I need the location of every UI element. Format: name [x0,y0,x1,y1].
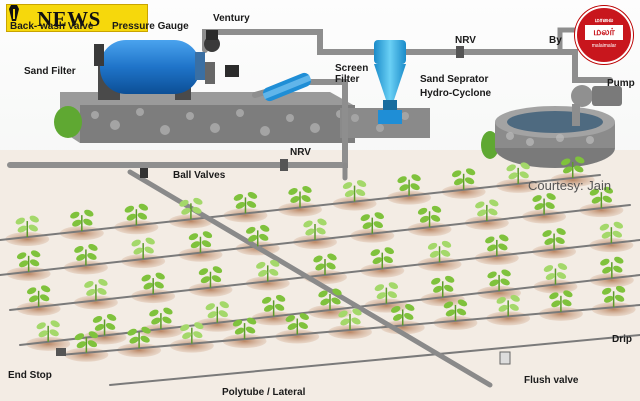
plant [256,259,280,282]
plant [36,320,60,342]
plant [246,224,270,247]
plant [451,168,476,190]
label-flush-valve: Flush valve [524,375,579,386]
label-drip: Drip [612,334,632,345]
label-nrv-main: NRV [290,147,311,158]
news-label: NEWS [37,7,101,31]
label-hydro-cyclone: Hydro-Cyclone [420,88,492,99]
bush [481,131,499,159]
plant [70,209,94,232]
label-pump: Pump [607,78,635,89]
plant [417,205,442,228]
screen-filter [262,72,312,102]
plant [232,317,257,340]
plant [360,212,384,234]
label-nrv-top: NRV [455,35,476,46]
end-stop [56,348,66,356]
plant [391,304,415,326]
courtesy-credit: Courtesy: Jain [528,178,612,193]
plant [561,156,585,178]
plant [487,269,511,291]
plant [542,228,566,250]
submain-pipe [127,162,493,388]
label-backwash-valve: Back- wash Valve [10,21,94,32]
plant [374,282,399,304]
plant [188,231,213,253]
ventury-assembly [204,30,239,84]
label-sand-separator: Sand Seprator [420,74,489,85]
plant [601,285,626,308]
plant [496,294,520,317]
plant [427,240,452,263]
label-sand-filter: Sand Filter [24,66,76,77]
plant [74,331,99,353]
plant [124,203,149,226]
stone-platform [60,92,355,143]
flush-valve [499,351,511,365]
plant [506,162,530,184]
label-end-stop: End Stop [8,370,52,381]
plant [141,272,165,295]
crop-plants [15,156,626,353]
logo-line1: மாலை [594,18,614,24]
plant [131,237,155,260]
nrv-valve [456,46,464,58]
nrv-valve [280,159,288,171]
plant [288,186,312,208]
plant [342,180,367,202]
well [495,106,615,168]
plant [318,288,342,310]
plant [16,250,41,272]
plant [599,221,624,244]
label-pressure-gauge: Pressure Gauge [112,21,189,32]
plant [285,313,309,335]
plant [600,256,624,279]
plant [179,197,203,220]
news-badge: NEWS [6,4,148,32]
plant [589,186,614,209]
plant [127,326,151,349]
label-ventury: Ventury [213,13,250,24]
plant [26,285,51,307]
plant [15,215,39,238]
plant [92,314,117,336]
plant [313,253,337,275]
plant [180,322,204,344]
hydro-cyclone [374,40,406,124]
plant [485,234,509,256]
plant [543,263,568,285]
pump [571,85,622,126]
plant [443,299,468,321]
plant [431,275,455,298]
ball-valve [140,168,148,178]
plant [532,193,556,215]
plant [338,308,362,330]
sand-filter-tank [94,40,205,100]
plant [198,266,223,288]
plant [84,279,108,301]
pen-icon [9,5,19,21]
plant [74,244,98,266]
plant [149,307,173,330]
plant [233,191,258,214]
label-ball-valves: Ball Valves [173,170,226,181]
logo-line2: மலர் [585,25,623,40]
plant [205,301,229,323]
plant [475,199,499,221]
bush [54,106,82,138]
label-polytube: Polytube / Lateral [222,387,306,398]
plant [303,218,327,240]
plant [261,294,286,317]
channel-logo: மாலை மலர் malaimalar [575,6,633,64]
plant [397,174,421,196]
logo-line3: malaimalar [591,43,617,49]
plant [549,290,573,312]
plant [370,247,394,269]
label-bypass: By [549,35,562,46]
label-screen-filter: Screen Filter [335,63,369,85]
